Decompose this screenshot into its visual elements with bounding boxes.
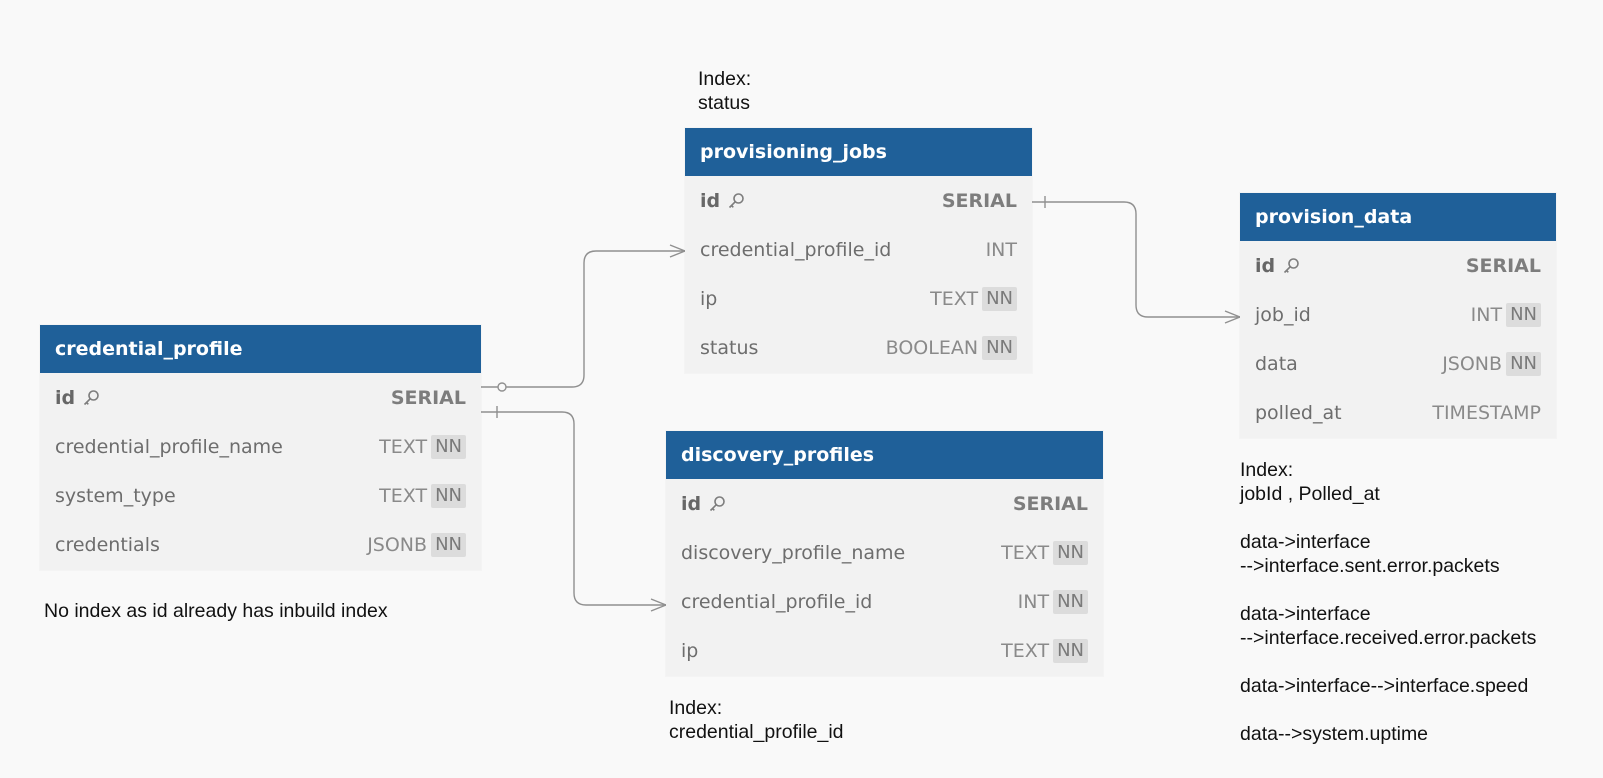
- table-header[interactable]: provision_data: [1240, 193, 1556, 241]
- note-line: [1240, 698, 1536, 722]
- not-null-badge: NN: [1053, 589, 1088, 614]
- note-line: Index:: [669, 697, 723, 719]
- not-null-badge: NN: [1506, 351, 1541, 376]
- field-row[interactable]: id SERIAL: [1240, 241, 1556, 290]
- table-header[interactable]: discovery_profiles: [666, 431, 1103, 479]
- field-type: INT: [1470, 303, 1503, 326]
- field-row[interactable]: id SERIAL: [685, 176, 1032, 225]
- not-null-badge: NN: [431, 533, 466, 558]
- note-line: Index:: [1240, 459, 1294, 481]
- field-row[interactable]: id SERIAL: [666, 479, 1103, 528]
- note-line: No index as id already has inbuild index: [44, 600, 388, 622]
- not-null-badge: NN: [1506, 302, 1541, 327]
- field-name: id: [1255, 254, 1276, 277]
- note-line: data->interface: [1240, 531, 1371, 553]
- field-name: id: [55, 386, 76, 409]
- field-name: id: [681, 492, 702, 515]
- note-line: data->interface-->interface.speed: [1240, 675, 1529, 697]
- field-type: TEXT: [1001, 640, 1050, 663]
- table-provisioning-jobs[interactable]: provisioning_jobs id SERIAL credential_p…: [685, 128, 1032, 373]
- primary-key-icon: [1282, 257, 1300, 275]
- field-name: id: [700, 189, 721, 212]
- field-name: credential_profile_id: [681, 590, 873, 613]
- field-type: TEXT: [379, 484, 428, 507]
- note-line: Index:: [698, 68, 752, 90]
- field-name: discovery_profile_name: [681, 541, 906, 564]
- primary-key-icon: [708, 495, 726, 513]
- not-null-badge: NN: [982, 336, 1017, 361]
- field-type: INT: [985, 238, 1017, 261]
- field-type: TEXT: [930, 287, 979, 310]
- field-name: ip: [700, 287, 718, 310]
- field-name: system_type: [55, 484, 176, 507]
- field-type: TEXT: [379, 435, 428, 458]
- not-null-badge: NN: [431, 434, 466, 459]
- field-name: credential_profile_name: [55, 435, 283, 458]
- table-discovery-profiles[interactable]: discovery_profiles id SERIAL discovery_p…: [666, 431, 1103, 676]
- field-type: INT: [1017, 590, 1050, 613]
- note-line: -->interface.received.error.packets: [1240, 627, 1537, 649]
- note-line: data-->system.uptime: [1240, 723, 1429, 745]
- field-row[interactable]: credential_profile_id INT: [685, 225, 1032, 274]
- connector-credential-profile-to-provisioning-jobs: [481, 244, 686, 392]
- field-type: JSONB: [367, 534, 428, 557]
- field-type: SERIAL: [1465, 254, 1541, 277]
- field-type: TEXT: [1001, 541, 1050, 564]
- note-line: [1240, 650, 1536, 674]
- field-name: status: [700, 337, 759, 360]
- field-row[interactable]: polled_at TIMESTAMP: [1240, 389, 1556, 438]
- primary-key-icon: [82, 389, 100, 407]
- table-header[interactable]: provisioning_jobs: [685, 128, 1032, 176]
- note-line: status: [698, 92, 751, 114]
- not-null-badge: NN: [1053, 639, 1088, 664]
- field-type: TIMESTAMP: [1432, 402, 1541, 425]
- primary-key-icon: [727, 192, 745, 210]
- provisioning-jobs-index-note: Index: status: [698, 67, 751, 115]
- table-header[interactable]: credential_profile: [40, 325, 481, 373]
- field-type: JSONB: [1442, 352, 1503, 375]
- field-type: SERIAL: [1012, 492, 1088, 515]
- note-line: [1240, 578, 1536, 602]
- field-type: BOOLEAN: [885, 337, 979, 360]
- note-line: [1240, 506, 1536, 530]
- field-name: ip: [681, 640, 699, 663]
- discovery-profiles-index-note: Index: credential_profile_id: [669, 696, 844, 744]
- field-name: data: [1255, 352, 1298, 375]
- note-line: data->interface: [1240, 603, 1371, 625]
- note-line: jobId , Polled_at: [1240, 483, 1380, 505]
- field-name: polled_at: [1255, 402, 1342, 425]
- table-credential-profile[interactable]: credential_profile id SERIAL credential_…: [40, 325, 481, 570]
- provision-data-index-note: Index: jobId , Polled_at data->interface…: [1240, 458, 1536, 746]
- field-name: credential_profile_id: [700, 238, 892, 261]
- not-null-badge: NN: [431, 483, 466, 508]
- field-name: credentials: [55, 534, 160, 557]
- not-null-badge: NN: [1053, 540, 1088, 565]
- note-line: -->interface.sent.error.packets: [1240, 555, 1500, 577]
- field-type: SERIAL: [390, 386, 466, 409]
- connector-credential-profile-to-discovery-profiles: [481, 406, 667, 612]
- field-type: SERIAL: [941, 189, 1017, 212]
- credential-profile-note: No index as id already has inbuild index: [44, 599, 388, 623]
- field-name: job_id: [1255, 303, 1311, 326]
- connector-provisioning-jobs-to-provision-data: [1032, 196, 1241, 324]
- field-row[interactable]: id SERIAL: [40, 373, 481, 422]
- not-null-badge: NN: [982, 286, 1017, 311]
- note-line: credential_profile_id: [669, 721, 844, 743]
